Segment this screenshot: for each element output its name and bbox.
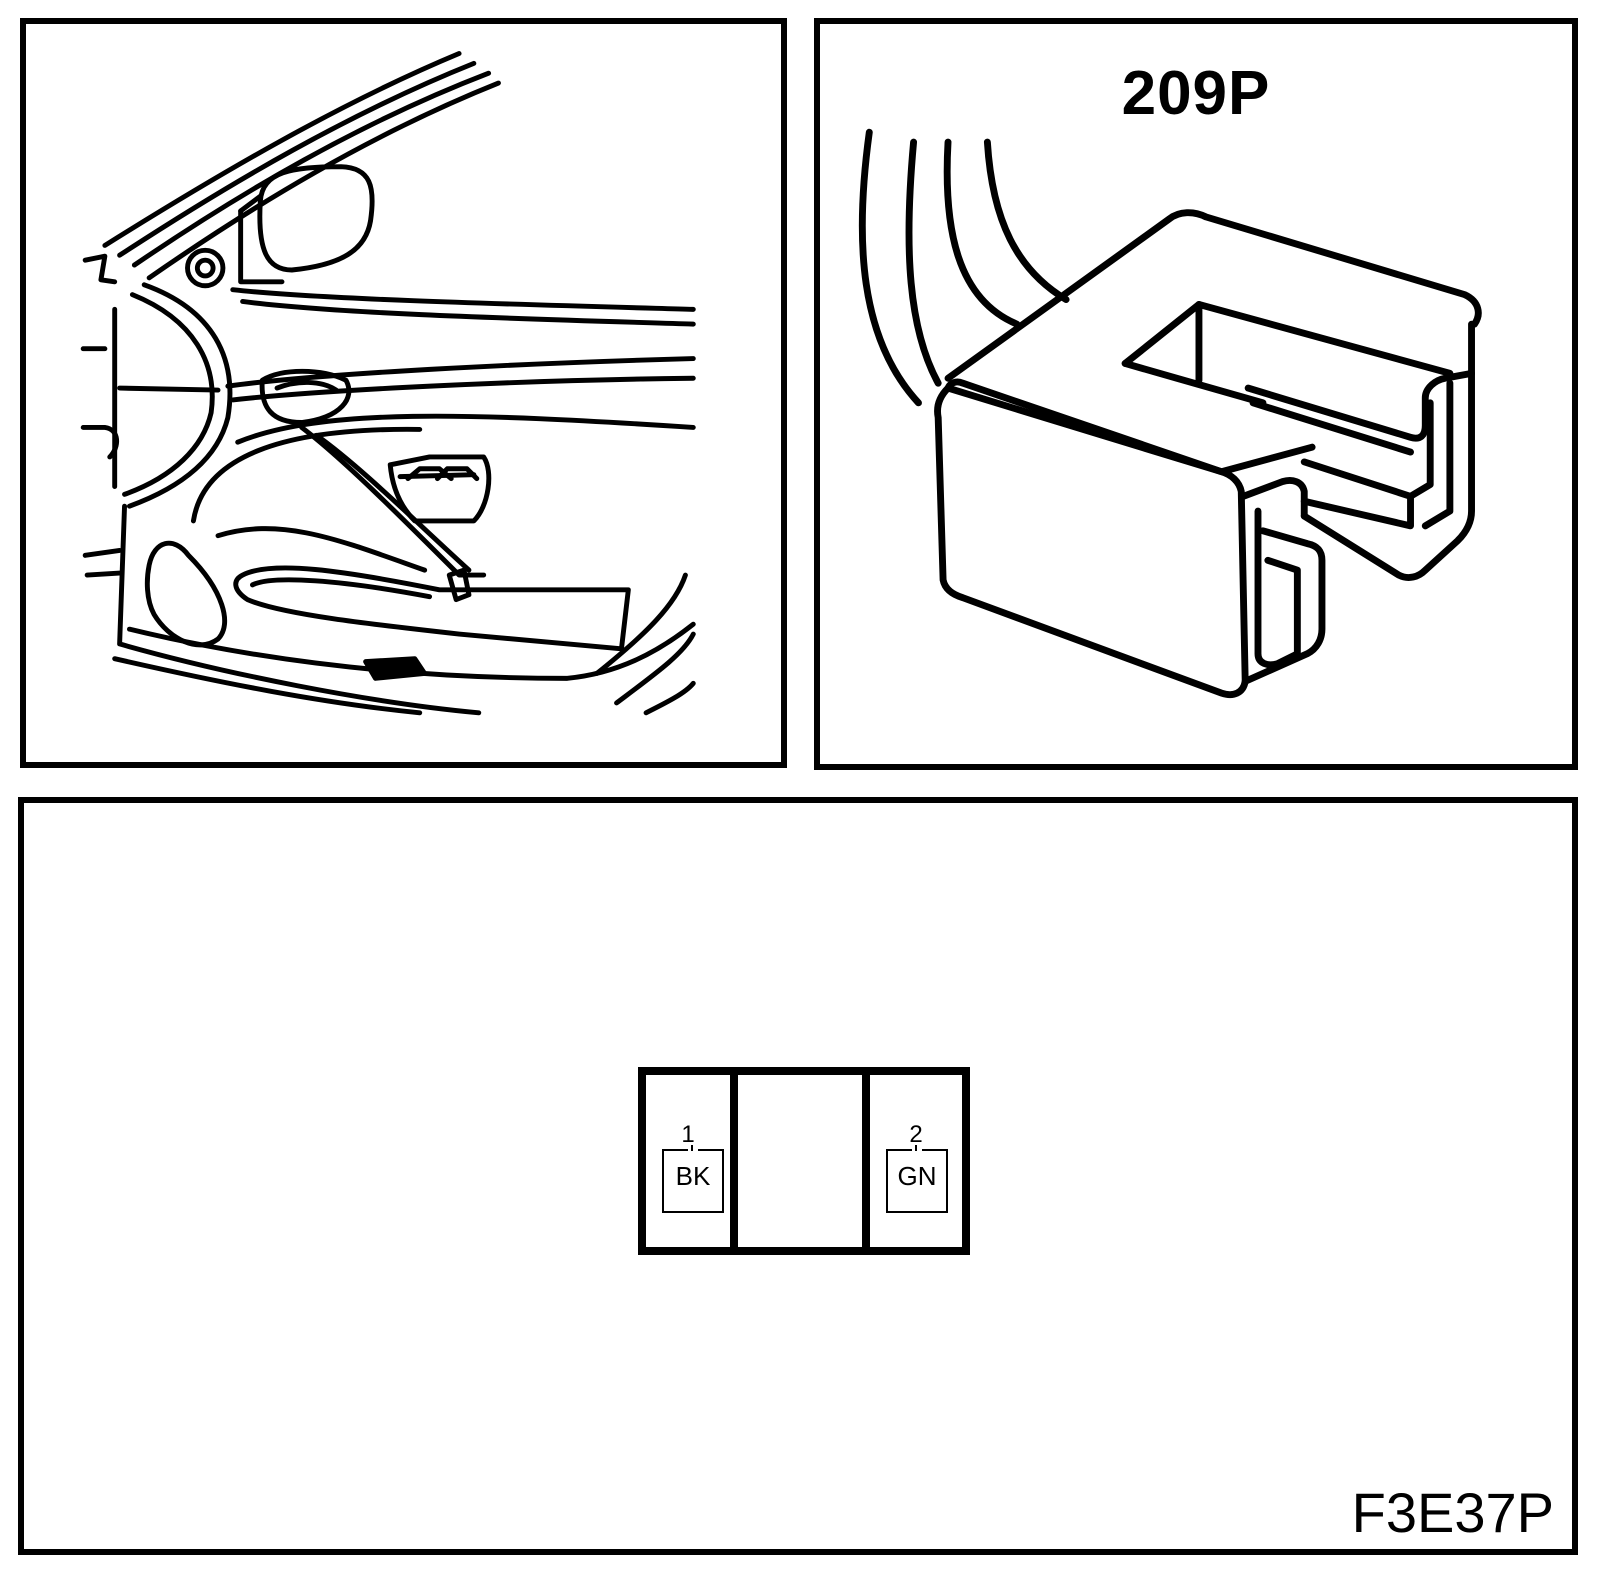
connector-face-view: 1 BK 2 GN xyxy=(638,1067,970,1255)
pinout-panel: 1 BK 2 GN F3E37P xyxy=(18,797,1578,1555)
connector-body xyxy=(944,209,1482,382)
door-interior-illustration xyxy=(80,51,696,716)
connector-title: 209P xyxy=(1121,59,1271,128)
figure-code: F3E37P xyxy=(1351,1481,1554,1544)
pin-wire-color: GN xyxy=(897,1161,937,1191)
pin-number: 1 xyxy=(681,1121,695,1148)
pin-wire-color: BK xyxy=(675,1161,711,1191)
pin-tick xyxy=(915,1145,917,1151)
pin-label-box: BK xyxy=(662,1149,724,1213)
wire xyxy=(858,128,922,407)
pin-tick xyxy=(691,1145,693,1151)
connector-illustration xyxy=(858,128,1482,699)
pin-cavity-1: 1 BK xyxy=(646,1075,738,1247)
pin-label-box: GN xyxy=(886,1149,948,1213)
pin-cavity-2: 2 GN xyxy=(870,1075,962,1247)
connector-front-face xyxy=(934,378,1249,699)
pin-cavity-empty xyxy=(738,1075,870,1247)
wire xyxy=(983,138,1070,303)
wire xyxy=(943,138,1021,328)
pin-number: 2 xyxy=(909,1121,923,1148)
wire xyxy=(905,138,942,387)
door-location-panel xyxy=(20,18,787,768)
connector-panel: 209P xyxy=(814,18,1578,770)
